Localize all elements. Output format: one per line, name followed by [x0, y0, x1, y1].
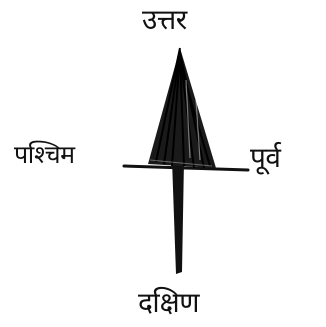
south-label: दक्षिण — [138, 287, 199, 319]
south-shaft — [172, 160, 184, 274]
north-arrowhead — [148, 48, 216, 168]
east-west-line — [124, 166, 248, 170]
north-label: उत्तर — [142, 4, 187, 36]
east-label: पूर्व — [250, 142, 280, 174]
west-label: पश्चिम — [14, 139, 75, 171]
